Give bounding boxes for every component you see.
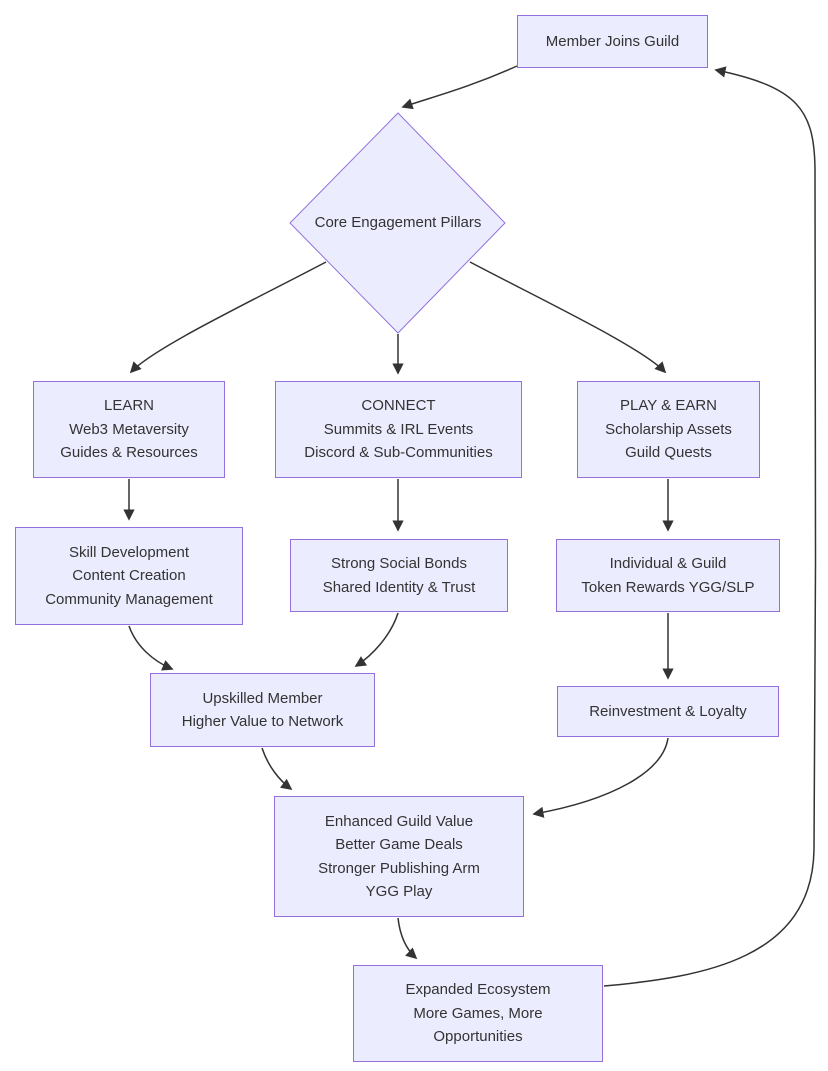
node-line: Token Rewards YGG/SLP [581,578,755,596]
node-line: PLAY & EARN [620,397,717,415]
node-expanded-ecosystem: Expanded Ecosystem More Games, More Oppo… [353,965,603,1062]
node-line: CONNECT [361,397,436,415]
edge-enhanced-to-expanded [397,917,418,960]
node-connect: CONNECT Summits & IRL Events Discord & S… [275,381,522,478]
edge-pillars-to-learn [129,261,327,374]
node-line: Scholarship Assets [605,420,732,438]
node-line: Better Game Deals [335,836,463,853]
node-line: Summits & IRL Events [323,420,474,438]
edge-expanded-to-member-loop [603,66,817,987]
edge-reinvest-to-enhanced [532,737,669,818]
node-line: Reinvestment & Loyalty [589,702,747,720]
node-reinvestment-loyalty: Reinvestment & Loyalty [557,686,779,737]
node-line: Higher Value to Network [181,713,344,730]
edge-social-to-upskilled [354,612,399,667]
node-line: Content Creation [72,567,186,585]
node-play-earn: PLAY & EARN Scholarship Assets Guild Que… [577,381,760,478]
node-line: More Games, More [413,1004,543,1022]
node-line: Community Management [45,590,213,608]
node-line: Individual & Guild [609,555,727,572]
node-line: Guild Quests [625,444,712,462]
node-line: Web3 Metaversity [69,420,189,438]
node-line: Stronger Publishing Arm [318,859,480,877]
node-line: Strong Social Bonds [331,555,467,572]
node-learn: LEARN Web3 Metaversity Guides & Resource… [33,381,225,478]
node-core-engagement-pillars-label: Core Engagement Pillars [288,204,508,242]
node-line: Upskilled Member [202,689,323,707]
node-enhanced-guild-value: Enhanced Guild Value Better Game Deals S… [274,796,524,917]
node-line: Skill Development [68,543,190,561]
node-member-joins-guild: Member Joins Guild [517,15,708,68]
node-line: YGG Play [365,883,433,900]
node-line: Discord & Sub-Communities [304,444,493,462]
node-line: Core Engagement Pillars [314,214,482,232]
node-strong-social-bonds: Strong Social Bonds Shared Identity & Tr… [290,539,508,612]
node-core-pillars-diamond [289,112,506,334]
node-upskilled-member: Upskilled Member Higher Value to Network [150,673,375,747]
node-line: Enhanced Guild Value [324,812,474,830]
node-line: Expanded Ecosystem [405,981,551,999]
node-line: Shared Identity & Trust [322,578,476,596]
node-line: LEARN [103,397,155,415]
edge-skill-to-upskilled [128,625,174,671]
node-line: Opportunities [433,1028,523,1046]
edge-pillars-to-play [469,261,667,374]
node-line: Guides & Resources [60,444,198,462]
node-skill-development: Skill Development Content Creation Commu… [15,527,243,625]
node-individual-guild-rewards: Individual & Guild Token Rewards YGG/SLP [556,539,780,612]
node-line: Member Joins Guild [545,32,680,50]
edge-member-to-pillars [401,65,518,110]
edge-upskilled-to-enhanced [261,747,293,791]
